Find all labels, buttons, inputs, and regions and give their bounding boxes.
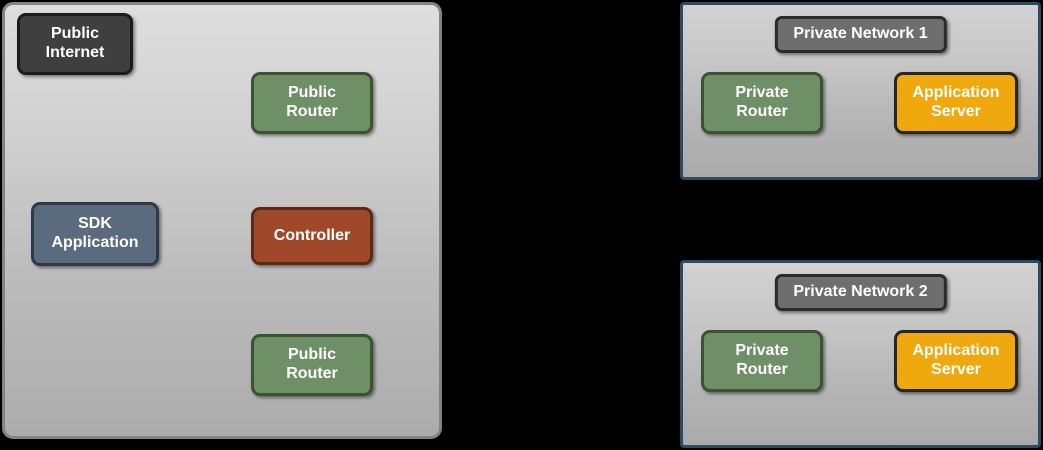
node-private-router-1[interactable]: Private Router [701,72,823,134]
private-network-2-panel: Private Network 2 Private Router Applica… [680,260,1041,448]
private-network-1-panel: Private Network 1 Private Router Applica… [680,2,1041,180]
private-network-1-title: Private Network 1 [774,16,947,53]
node-public-router-bottom[interactable]: Public Router [251,334,373,396]
node-public-router-top[interactable]: Public Router [251,72,373,134]
node-controller[interactable]: Controller [251,207,373,265]
public-network-panel: Public Internet Public Router SDK Applic… [2,2,442,439]
node-private-router-2[interactable]: Private Router [701,330,823,392]
node-public-internet[interactable]: Public Internet [17,13,133,75]
node-application-server-1[interactable]: Application Server [894,72,1018,134]
node-application-server-2[interactable]: Application Server [894,330,1018,392]
node-sdk-application[interactable]: SDK Application [31,202,159,266]
private-network-2-title: Private Network 2 [774,274,947,311]
